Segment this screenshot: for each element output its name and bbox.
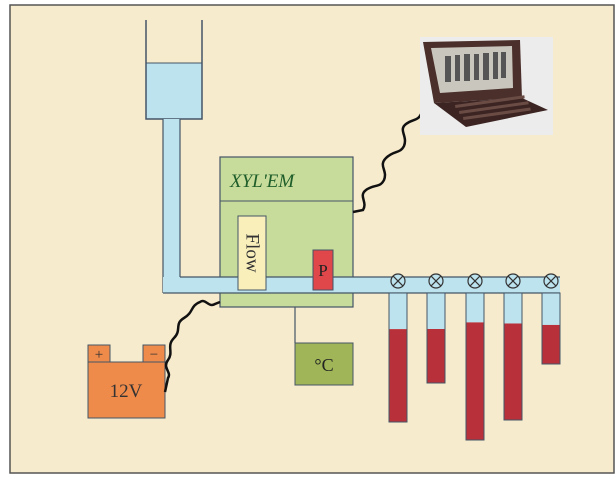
- sample-tube-fill: [542, 324, 560, 364]
- valve-cross: [430, 275, 442, 287]
- handheld-computer-icon: [420, 37, 553, 135]
- battery-positive-terminal: +: [95, 347, 103, 363]
- temperature-sensor: [294, 342, 354, 386]
- pressure-label: P: [318, 261, 327, 280]
- sample-tube-empty: [504, 293, 522, 324]
- sample-tube-fill: [427, 329, 445, 383]
- sample-tube-outline: [388, 292, 408, 423]
- sample-tube-fill: [504, 323, 522, 420]
- valve-cross: [469, 275, 481, 287]
- sample-tube-fill: [466, 322, 484, 440]
- battery-cable: [163, 299, 221, 393]
- sample-tube-outline: [503, 292, 523, 421]
- flow-meter: [237, 215, 267, 291]
- sample-tube-outline: [426, 292, 446, 384]
- pressure-sensor: [312, 249, 334, 291]
- xylem-title: XYL'EM: [229, 171, 295, 192]
- sample-tubes: [388, 273, 561, 441]
- battery-negative-terminal: −: [150, 347, 158, 363]
- sample-tube-outline: [541, 292, 561, 365]
- feed-pipe: [162, 119, 181, 293]
- sample-tube-empty: [542, 293, 560, 325]
- valve-cross: [392, 275, 404, 287]
- battery-voltage: 12V: [110, 381, 143, 402]
- sample-tube-empty: [427, 293, 445, 329]
- main-pipe: [163, 276, 560, 294]
- sample-tube-empty: [389, 293, 407, 330]
- temperature-label: °C: [314, 355, 333, 375]
- water-reservoir: [145, 20, 203, 120]
- valve-cross: [545, 275, 557, 287]
- sample-tube-outline: [465, 292, 485, 441]
- sample-tube-empty: [466, 293, 484, 323]
- sample-tube-fill: [389, 329, 407, 422]
- valve-cross: [507, 275, 519, 287]
- handheld-cable: [352, 103, 429, 214]
- flow-label: Flow: [242, 233, 263, 272]
